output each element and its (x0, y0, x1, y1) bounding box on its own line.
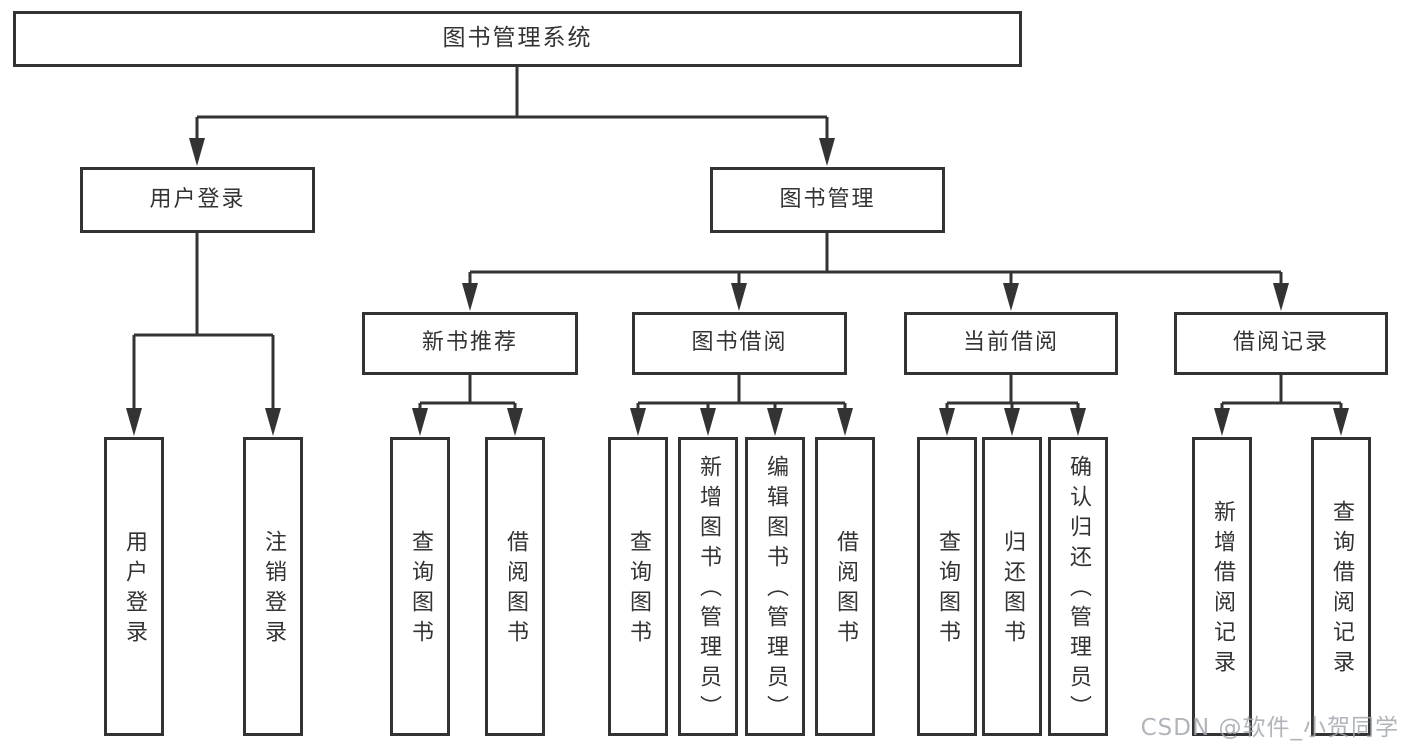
leaf-add-book-admin: 新增图书（管理员） (678, 437, 738, 736)
leaf-borrow-books-recommend: 借阅图书 (485, 437, 545, 736)
node-current-borrowing: 当前借阅 (904, 312, 1118, 375)
node-root-library-system: 图书管理系统 (13, 11, 1022, 67)
leaf-add-borrow-record: 新增借阅记录 (1192, 437, 1252, 736)
leaf-confirm-return-admin: 确认归还（管理员） (1048, 437, 1108, 736)
node-user-login: 用户登录 (80, 167, 315, 233)
leaf-query-books-current: 查询图书 (917, 437, 977, 736)
leaf-logout: 注销登录 (243, 437, 303, 736)
node-book-borrowing: 图书借阅 (632, 312, 847, 375)
leaf-return-book: 归还图书 (982, 437, 1042, 736)
node-book-management: 图书管理 (710, 167, 945, 233)
leaf-borrow-books-borrowing: 借阅图书 (815, 437, 875, 736)
leaf-query-books-recommend: 查询图书 (390, 437, 450, 736)
node-borrowing-records: 借阅记录 (1174, 312, 1388, 375)
node-new-book-recommend: 新书推荐 (362, 312, 578, 375)
leaf-query-books-borrowing: 查询图书 (608, 437, 668, 736)
leaf-edit-book-admin: 编辑图书（管理员） (745, 437, 805, 736)
leaf-user-login: 用户登录 (104, 437, 164, 736)
leaf-query-borrow-record: 查询借阅记录 (1311, 437, 1371, 736)
